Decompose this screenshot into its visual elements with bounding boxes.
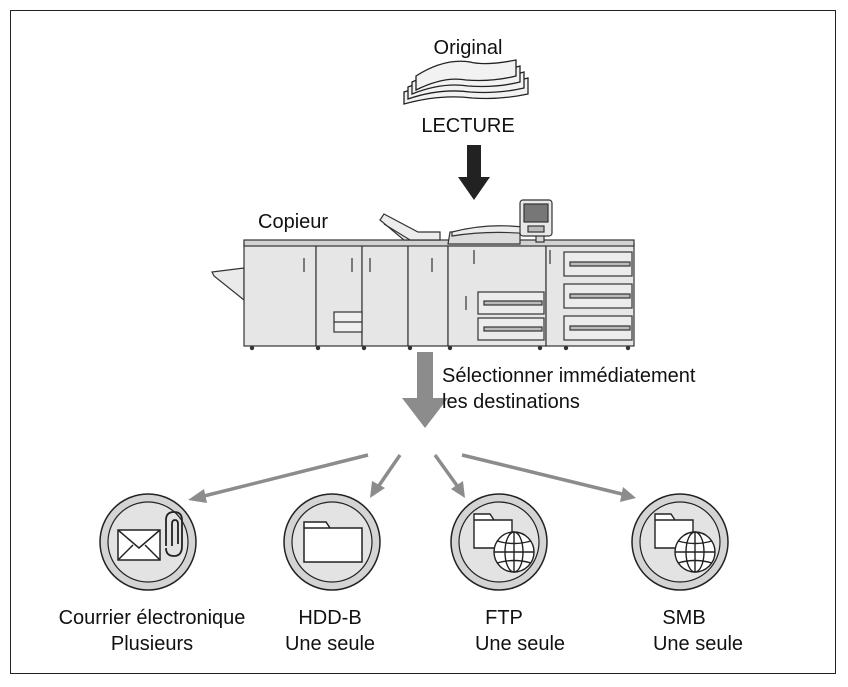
select-arrow xyxy=(402,352,448,428)
destination-name-smb: SMB xyxy=(662,607,706,629)
destination-hdd-icon xyxy=(283,493,381,591)
destination-mode-email: Plusieurs xyxy=(110,633,194,655)
destination-email-icon xyxy=(99,493,197,591)
globe-icon xyxy=(493,531,535,573)
original-label: Original xyxy=(433,37,503,59)
branch-arrows xyxy=(188,453,636,503)
diagram-frame xyxy=(10,10,836,674)
destination-mode-hdd: Une seule xyxy=(284,633,376,655)
copier-machine xyxy=(211,199,635,351)
destination-mode-ftp: Une seule xyxy=(474,633,566,655)
destination-name-ftp: FTP xyxy=(485,607,523,629)
destination-smb-icon xyxy=(631,493,729,591)
select-text-line1: Sélectionner immédiatement xyxy=(442,365,696,387)
copier-label: Copieur xyxy=(258,211,329,233)
scan-arrow xyxy=(458,145,490,200)
envelope-icon xyxy=(117,529,161,561)
destination-name-email: Courrier électronique xyxy=(58,607,246,629)
paper-stack-icon xyxy=(403,59,529,105)
select-text-line2: les destinations xyxy=(442,391,580,413)
destination-mode-smb: Une seule xyxy=(652,633,744,655)
folder-icon xyxy=(303,521,363,563)
destination-ftp-icon xyxy=(450,493,548,591)
destination-name-hdd: HDD-B xyxy=(298,607,362,629)
scan-label: LECTURE xyxy=(421,115,515,137)
globe-icon xyxy=(674,531,716,573)
paperclip-icon xyxy=(165,511,183,557)
